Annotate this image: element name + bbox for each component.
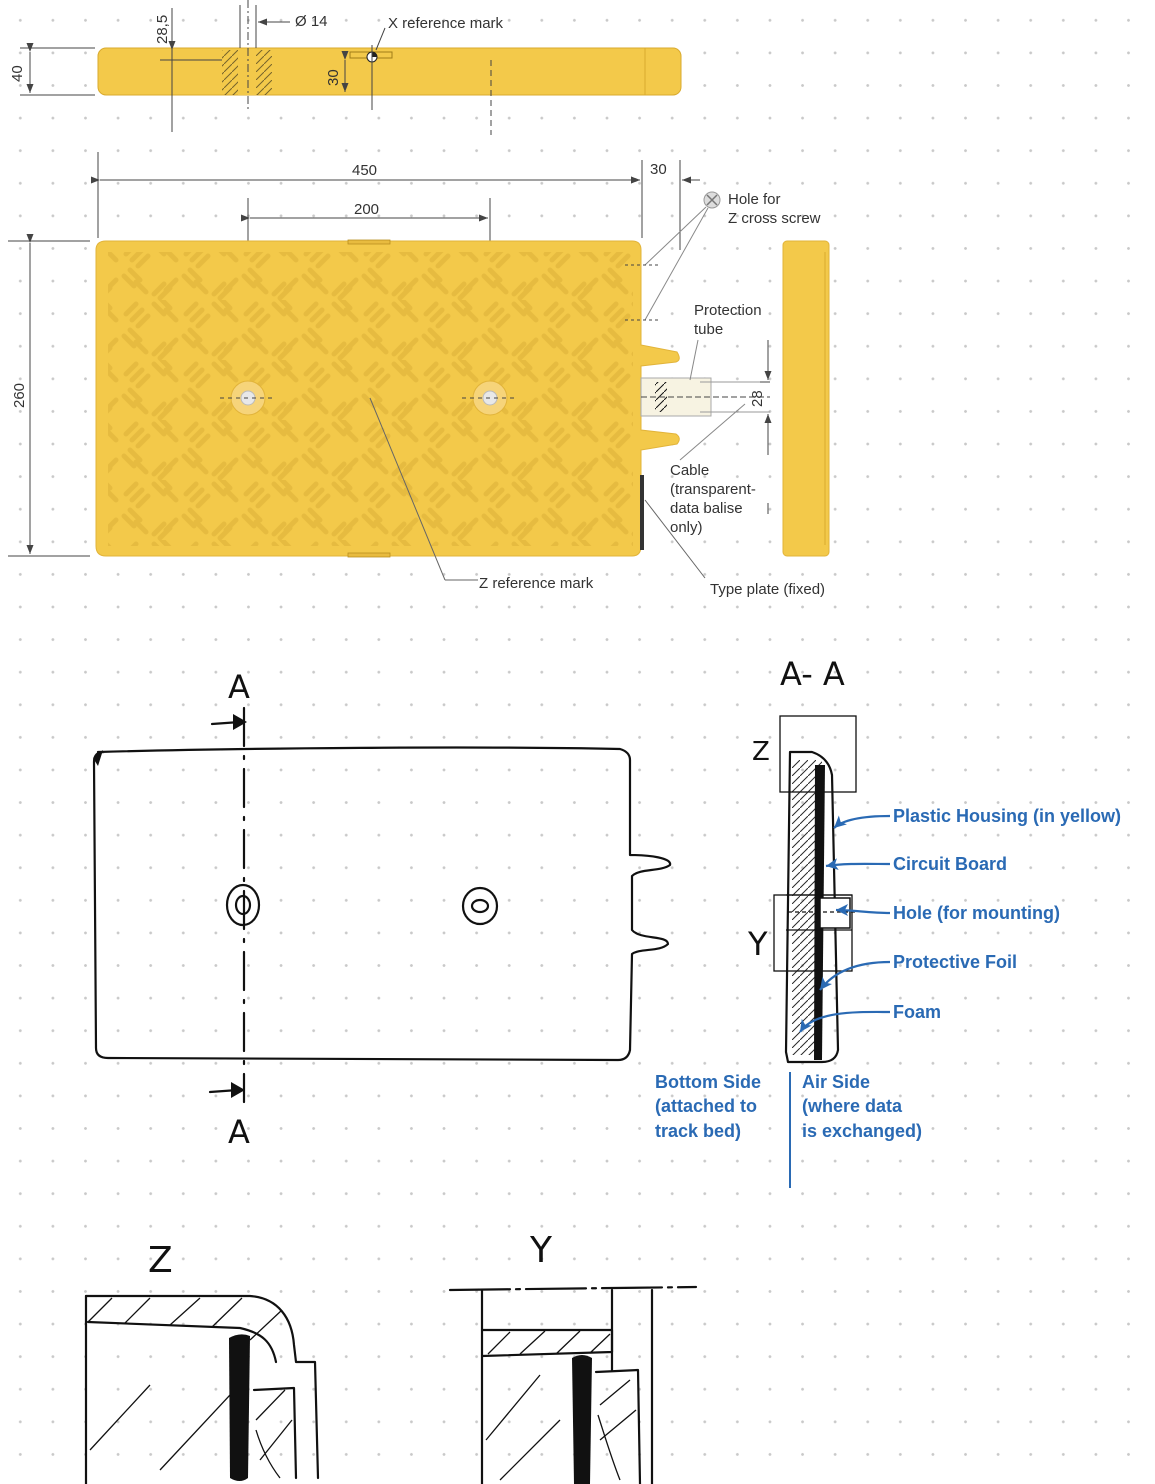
dim-28: 28 (749, 390, 766, 407)
section-mark-bottom: A (228, 1113, 250, 1151)
dim-200: 200 (354, 201, 379, 218)
air-side-label-2: (where data (802, 1096, 903, 1116)
type-plate-label: Type plate (fixed) (710, 581, 825, 598)
side-view: Ø 14 28,5 40 30 X reference mark (9, 0, 682, 135)
cable-label-1: Cable (670, 462, 709, 479)
type-plate (640, 475, 644, 550)
detail-z-board (229, 1334, 250, 1481)
dim-40: 40 (9, 65, 26, 82)
hole-for-label: Hole for (728, 191, 781, 208)
dim-450: 450 (352, 162, 377, 179)
cable-label-3: data balise (670, 500, 743, 517)
sketch-section: A- A Z Y Plastic Housing (in yellow) Cir… (655, 655, 1121, 1188)
label-foam: Foam (893, 1002, 941, 1022)
protection-tube-label-2: tube (694, 321, 723, 338)
dim-dia-14: Ø 14 (295, 13, 328, 30)
dim-28-5: 28,5 (154, 15, 171, 44)
cable-label-2: (transparent- (670, 481, 756, 498)
section-title: A- A (780, 655, 845, 693)
detail-z: Z (84, 1240, 320, 1484)
detail-z-title: Z (148, 1240, 173, 1281)
housing-end-view (782, 240, 830, 557)
z-reference-mark-label: Z reference mark (479, 575, 594, 592)
label-circuit-board: Circuit Board (893, 854, 1007, 874)
bottom-side-label-2: (attached to (655, 1096, 757, 1116)
detail-z-mark: Z (752, 737, 770, 767)
bottom-side-label-1: Bottom Side (655, 1072, 761, 1092)
protection-tube-label-1: Protection (694, 302, 762, 319)
dim-260: 260 (11, 383, 28, 408)
air-side-label-1: Air Side (802, 1072, 870, 1092)
detail-y-board (572, 1355, 592, 1484)
bottom-side-label-3: track bed) (655, 1121, 741, 1141)
section-mark-top: A (228, 668, 250, 706)
air-side-label-3: is exchanged) (802, 1121, 922, 1141)
label-hole: Hole (for mounting) (893, 903, 1060, 923)
x-reference-mark-label: X reference mark (388, 15, 504, 32)
dim-30-top: 30 (650, 161, 667, 178)
sketch-outline (92, 746, 672, 1062)
plan-view: 450 30 200 260 28 (8, 152, 830, 598)
dim-30-side: 30 (325, 69, 342, 86)
z-cross-screw-label: Z cross screw (728, 210, 821, 227)
detail-y: Y (448, 1230, 698, 1484)
sketch-plan: A A (92, 668, 672, 1151)
detail-y-title: Y (529, 1230, 553, 1271)
label-protective-foil: Protective Foil (893, 952, 1017, 972)
detail-y-mark: Y (747, 925, 768, 963)
cable-label-4: only) (670, 519, 703, 536)
label-plastic-housing: Plastic Housing (in yellow) (893, 806, 1121, 826)
